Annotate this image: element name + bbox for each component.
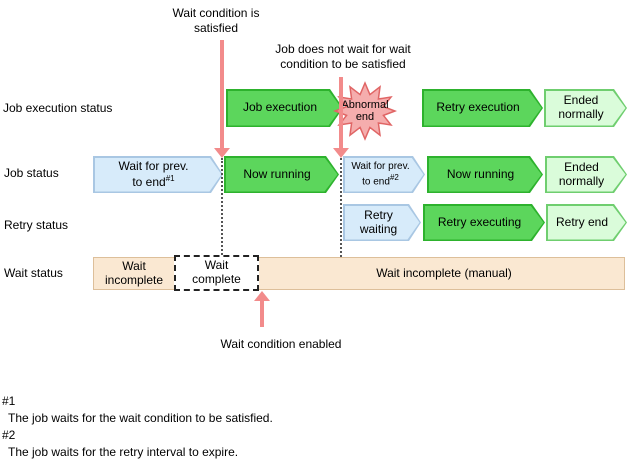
footnote-2-text: The job waits for the retry interval to … <box>8 445 239 459</box>
down-arrow-wait-condition-satisfied <box>214 40 230 158</box>
chevron-retry-end: Retry end <box>546 204 627 241</box>
arrow-head <box>333 148 349 158</box>
footnote-ref-2: #2 <box>389 172 399 182</box>
abnormal-end-label: Abnormal end <box>341 98 389 123</box>
footnotes: #1 The job waits for the wait condition … <box>2 393 273 461</box>
chevron-retry-waiting: Retry waiting <box>343 204 421 241</box>
wait-status-bar: Wait incomplete Wait incomplete (manual) <box>93 257 625 290</box>
row-label-retry-status: Retry status <box>4 218 69 232</box>
chevron-wait-for-prev-2: Wait for prev. to end#2 <box>343 156 425 193</box>
chevron-ended-normally-status: Ended normally <box>545 156 627 193</box>
row-label-job-execution-status: Job execution status <box>3 101 113 115</box>
wait-complete-label: Wait complete <box>192 258 241 286</box>
chevron-wait-for-prev-1: Wait for prev.to end#1 <box>93 156 223 193</box>
up-arrow-wait-condition-enabled <box>254 291 270 327</box>
chevron-label: Retry executing <box>437 214 522 229</box>
wait-complete-box: Wait complete <box>174 255 259 291</box>
footnote-2-marker: #2 <box>2 428 16 442</box>
abnormal-end-burst: Abnormal end <box>333 81 397 141</box>
chevron-label: Ended normally <box>558 93 604 121</box>
chevron-now-running-2: Now running <box>427 156 543 193</box>
wait-prev-line2: to end <box>132 174 166 189</box>
chevron-label: Wait for prev.to end#1 <box>118 158 197 190</box>
chevron-label: Retry end <box>555 214 609 229</box>
arrow-shaft <box>339 77 343 150</box>
chevron-job-execution: Job execution <box>226 89 343 127</box>
down-arrow-job-does-not-wait <box>333 77 349 158</box>
dotted-guide-line-left <box>221 158 223 255</box>
chevron-label: Wait for prev. to end#2 <box>351 161 416 187</box>
segment-label: Wait incomplete (manual) <box>376 265 512 280</box>
chevron-label: Now running <box>243 166 311 181</box>
chevron-label: Ended normally <box>558 159 605 188</box>
wait-prev-line2: to end <box>362 176 390 188</box>
segment-label: Wait incomplete <box>104 258 164 287</box>
starburst-icon <box>333 81 397 141</box>
chevron-label: Now running <box>446 166 515 181</box>
arrow-shaft <box>220 40 224 150</box>
footnote-1-marker: #1 <box>2 394 16 408</box>
row-label-wait-status: Wait status <box>4 266 63 280</box>
segment-wait-incomplete: Wait incomplete <box>94 258 174 289</box>
annotation-wait-condition-satisfied: Wait condition is satisfied <box>172 6 260 35</box>
chevron-ended-normally-execution: Ended normally <box>544 89 627 127</box>
chevron-label: Job execution <box>242 100 318 115</box>
chevron-now-running-1: Now running <box>224 156 339 193</box>
wait-prev-line1: Wait for prev. <box>351 161 410 173</box>
wait-prev-line1: Wait for prev. <box>118 158 189 173</box>
chevron-retry-executing: Retry executing <box>423 204 545 241</box>
arrow-shaft <box>260 300 264 327</box>
dotted-guide-line-right <box>340 158 342 257</box>
arrow-head <box>254 291 270 301</box>
chevron-label: Retry execution <box>436 100 520 115</box>
footnote-ref-1: #1 <box>165 173 175 183</box>
row-label-job-status: Job status <box>4 166 59 180</box>
chevron-label: Retry waiting <box>359 207 398 236</box>
chevron-retry-execution: Retry execution <box>422 89 543 127</box>
segment-wait-incomplete-manual: Wait incomplete (manual) <box>264 258 624 289</box>
arrow-head <box>214 148 230 158</box>
annotation-wait-condition-enabled: Wait condition enabled <box>220 337 342 351</box>
footnote-1-text: The job waits for the wait condition to … <box>8 411 273 425</box>
annotation-job-does-not-wait: Job does not wait for wait condition to … <box>275 42 411 71</box>
